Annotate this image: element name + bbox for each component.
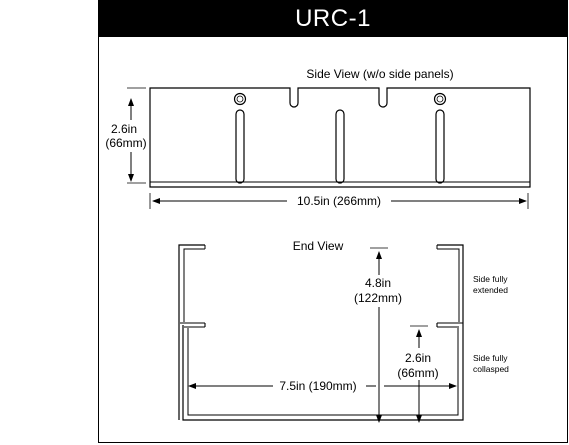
side-height-dimension: 2.6in (66mm) xyxy=(105,87,147,184)
side-height-in: 2.6in xyxy=(111,122,137,136)
note-collapsed-line2: collasped xyxy=(473,364,509,374)
note-extended-line2: extended xyxy=(473,285,508,295)
side-width-label: 10.5in (266mm) xyxy=(297,194,381,208)
collapsed-height-mm: (66mm) xyxy=(397,366,438,380)
extended-height-in: 4.8in xyxy=(365,276,391,290)
right-side-flange-collapsed xyxy=(436,322,463,328)
left-side-panel-extended xyxy=(178,244,205,420)
note-collapsed-line1: Side fully xyxy=(473,353,508,363)
side-height-mm: (66mm) xyxy=(105,136,146,150)
mounting-hole-left xyxy=(233,92,247,106)
slot-left xyxy=(235,109,245,184)
side-width-dimension: 10.5in (266mm) xyxy=(149,193,529,209)
mounting-hole-right xyxy=(433,92,447,106)
slot-right xyxy=(435,109,445,184)
slot-center xyxy=(335,109,345,184)
end-view: End View 4.8in (122mm) 2.6in xyxy=(178,239,509,423)
side-view: Side View (w/o side panels) 2.6in (66mm) xyxy=(105,67,531,209)
collapsed-height-in: 2.6in xyxy=(405,351,431,365)
left-side-flange-collapsed xyxy=(180,322,206,328)
extended-height-dimension: 4.8in (122mm) xyxy=(354,247,402,423)
drawing-sheet: URC-1 xyxy=(98,0,568,443)
channel-base xyxy=(182,325,464,421)
title-bar: URC-1 xyxy=(99,0,567,37)
extended-height-mm: (122mm) xyxy=(354,291,402,305)
note-extended-line1: Side fully xyxy=(473,274,508,284)
end-view-label: End View xyxy=(293,239,344,253)
drawing-title: URC-1 xyxy=(295,4,371,32)
right-side-panel-extended xyxy=(437,244,464,325)
end-width-dimension: 7.5in (190mm) xyxy=(188,379,457,393)
side-panel-outline xyxy=(149,87,531,188)
side-view-label: Side View (w/o side panels) xyxy=(306,67,453,81)
end-width-label: 7.5in (190mm) xyxy=(279,379,356,393)
collapsed-height-dimension: 2.6in (66mm) xyxy=(397,325,439,423)
